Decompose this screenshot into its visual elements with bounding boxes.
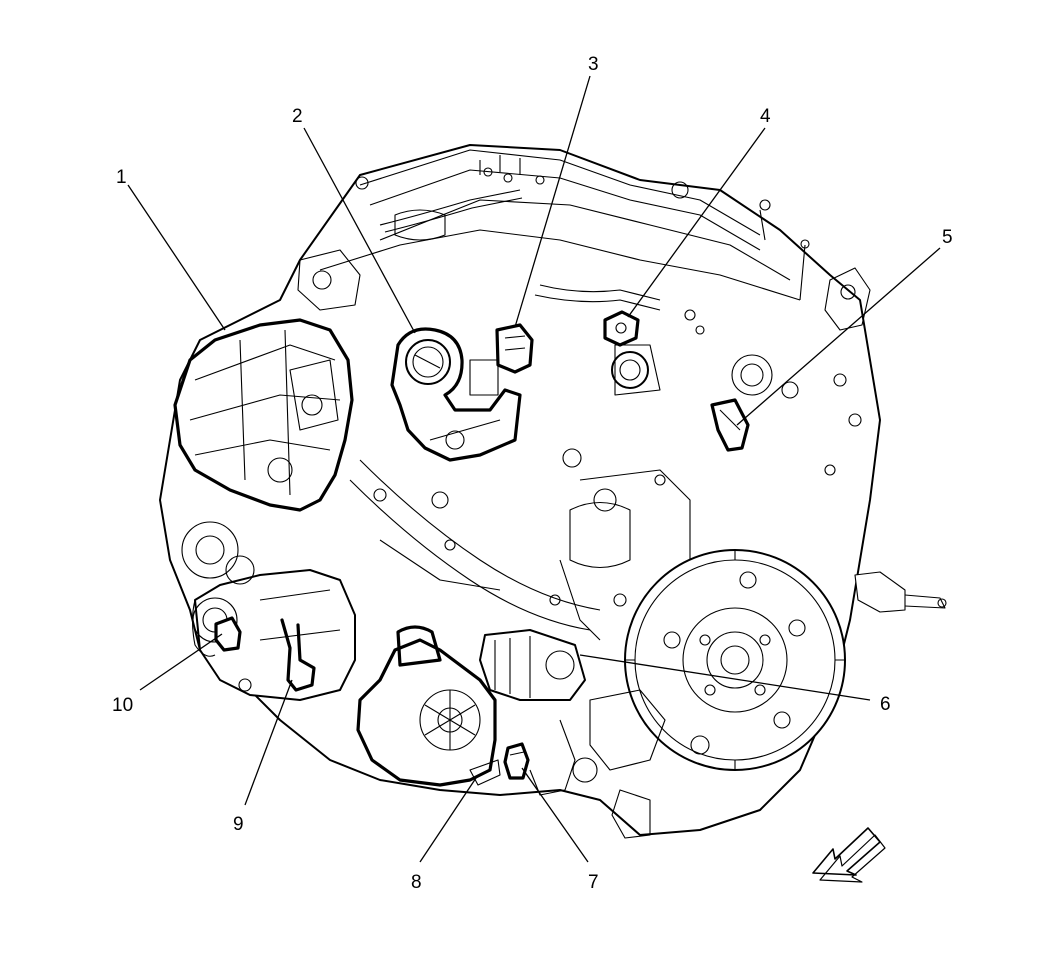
leader-line-10	[139, 633, 223, 691]
callout-9: 9	[233, 814, 244, 835]
callout-2: 2	[292, 106, 303, 127]
leader-line-9	[244, 679, 293, 806]
flywheel	[624, 549, 846, 771]
callout-7: 7	[588, 872, 599, 893]
callout-1: 1	[116, 167, 127, 188]
leader-line-4	[627, 127, 766, 318]
leader-line-1	[127, 184, 226, 331]
front-arrow-icon	[812, 827, 886, 883]
callout-10: 10	[112, 695, 133, 716]
leader-line-7	[521, 767, 589, 863]
callout-8: 8	[411, 872, 422, 893]
leader-lines	[127, 75, 941, 863]
callout-5: 5	[942, 227, 953, 248]
callout-labels: 1 2 3 4 5 6 7 8 9 10	[112, 54, 953, 893]
leader-line-2	[303, 127, 416, 334]
leader-line-5	[736, 247, 941, 426]
callout-4: 4	[760, 106, 771, 127]
callout-3: 3	[588, 54, 599, 75]
leader-line-6	[579, 654, 871, 701]
engine-illustration	[159, 144, 947, 839]
leader-line-8	[419, 774, 479, 863]
callout-6: 6	[880, 694, 891, 715]
leader-line-3	[514, 75, 591, 328]
